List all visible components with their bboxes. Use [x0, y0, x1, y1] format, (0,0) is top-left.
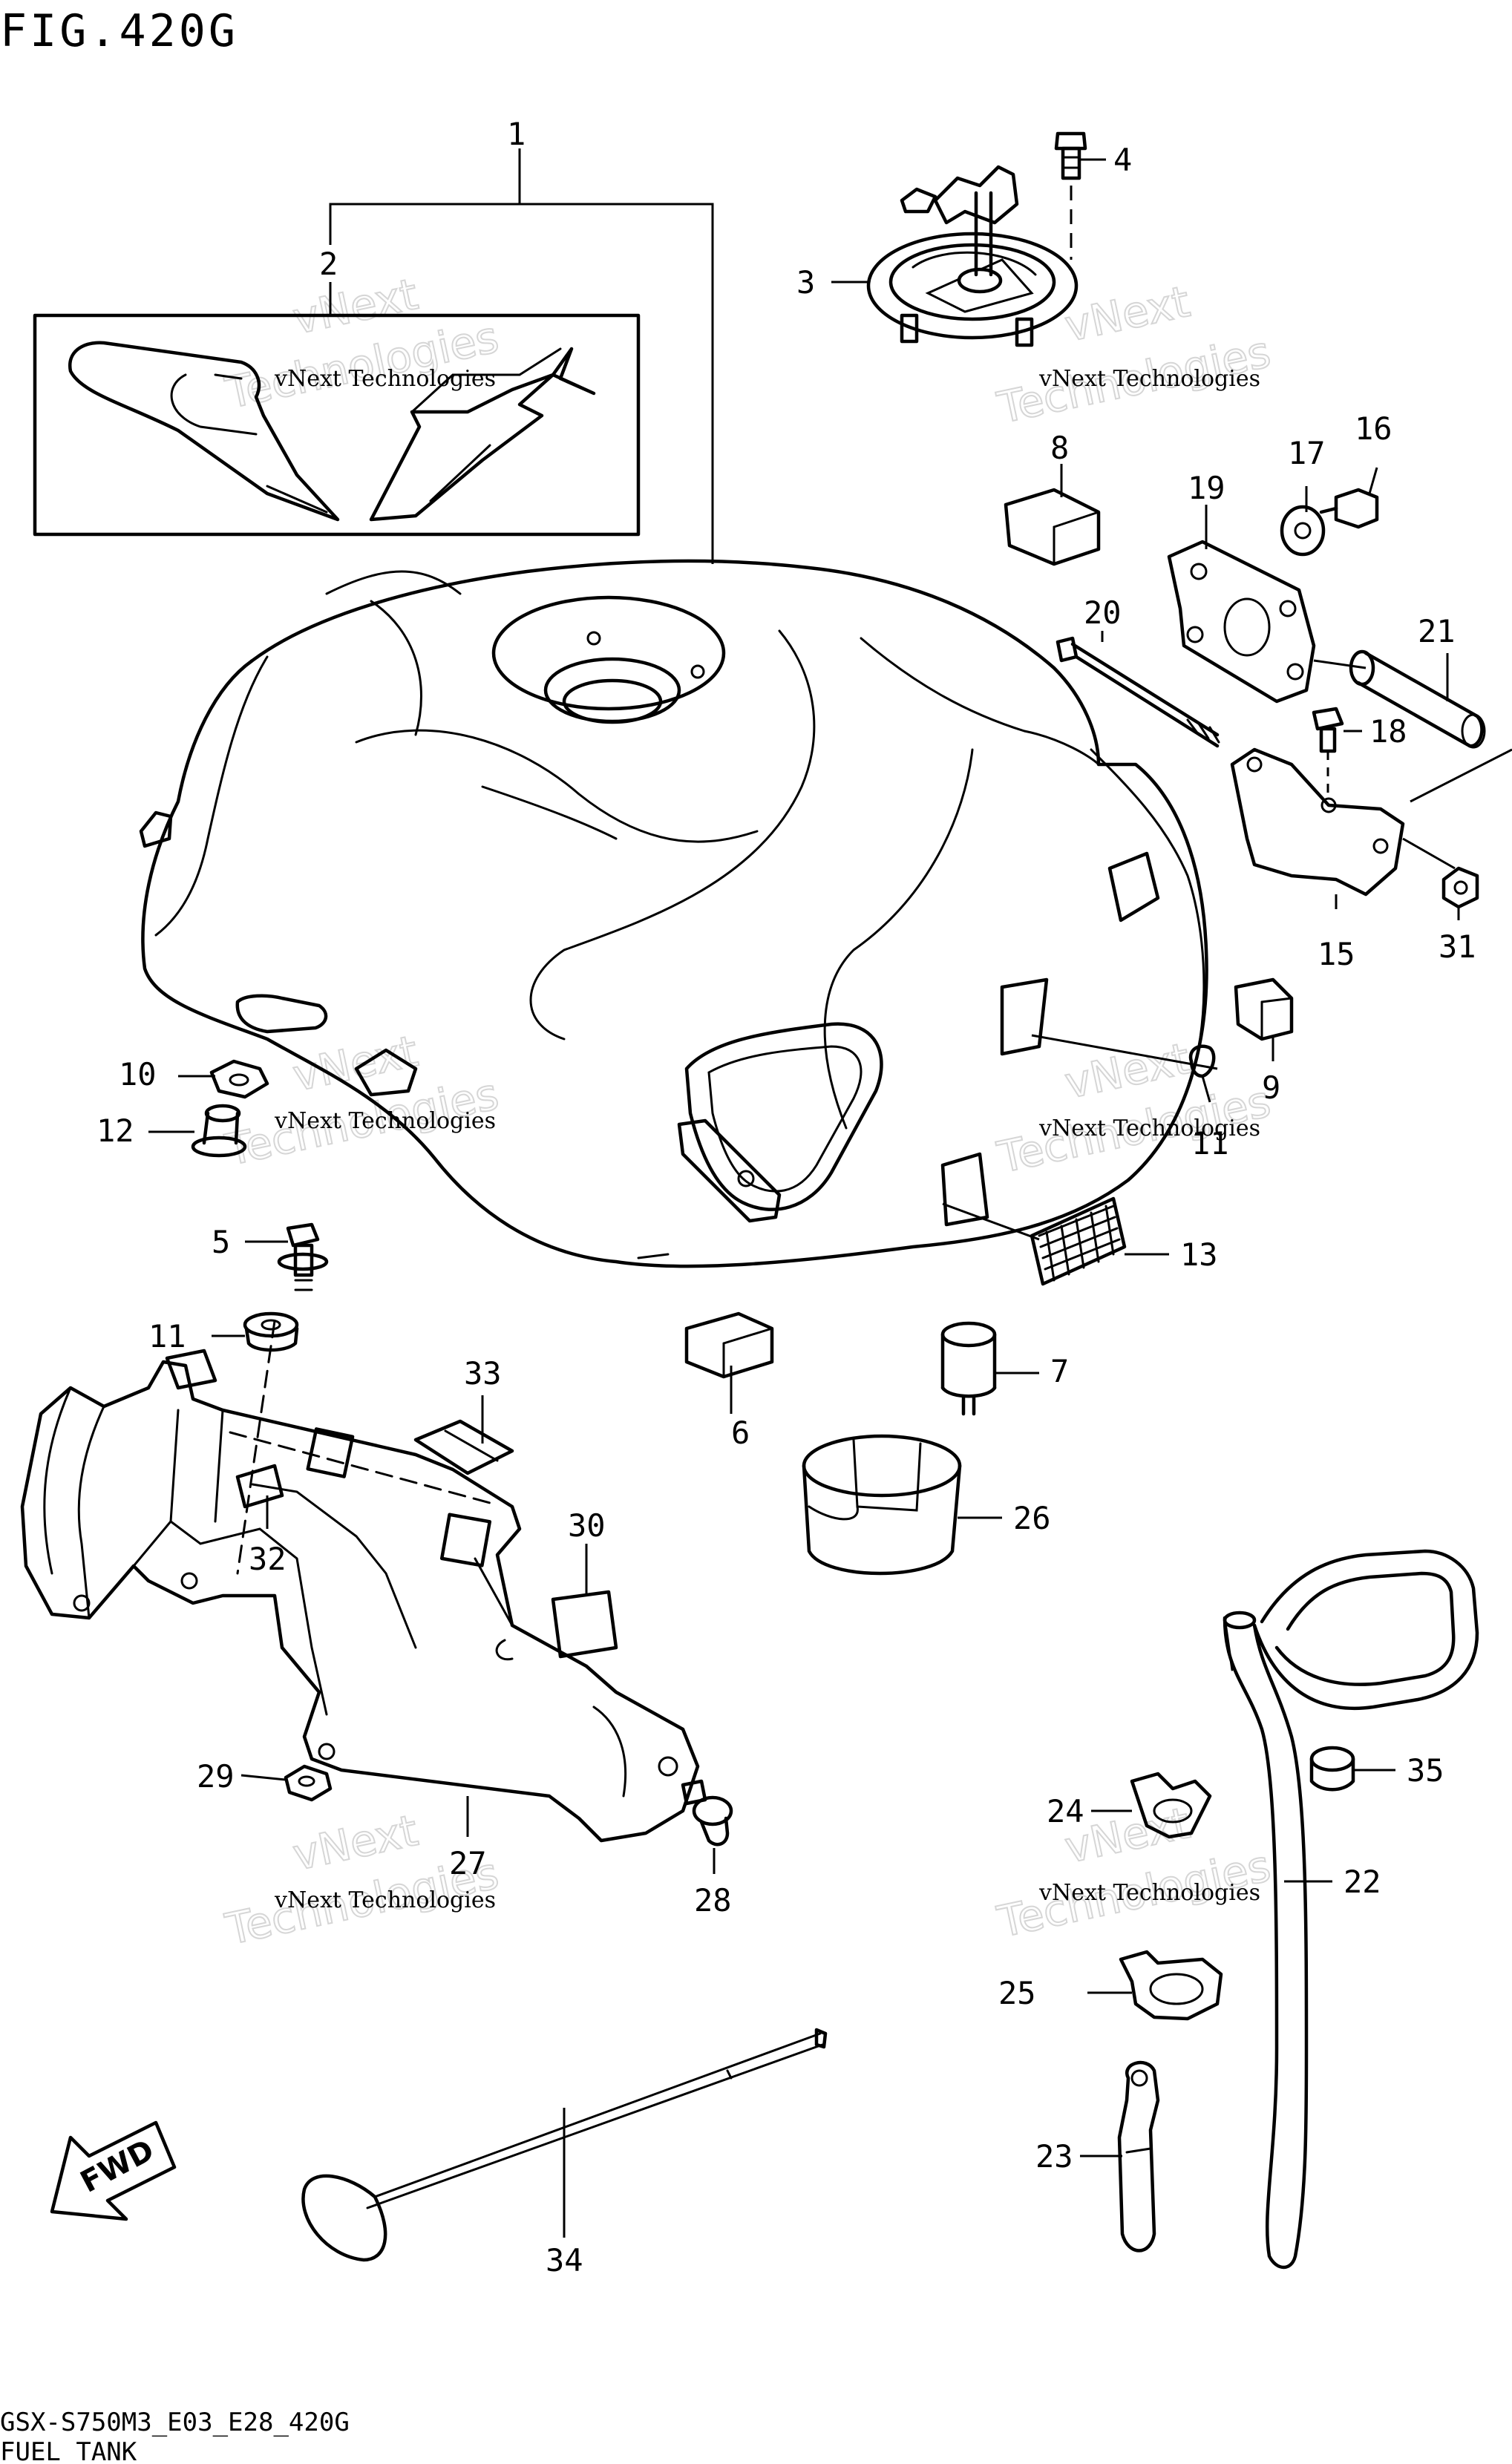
- svg-text:vNext Technologies: vNext Technologies: [1038, 1880, 1260, 1906]
- callout-7: 7: [1050, 1353, 1069, 1389]
- svg-text:vNext Technologies: vNext Technologies: [1038, 1115, 1260, 1141]
- front-mount-parts: [191, 1044, 1216, 1352]
- emblem-set-group: [33, 148, 714, 564]
- footer-section-name: FUEL TANK: [0, 2437, 137, 2464]
- callout-6: 6: [731, 1415, 750, 1451]
- callout-9: 9: [1262, 1069, 1280, 1106]
- callout-31: 31: [1439, 928, 1476, 965]
- callout-24: 24: [1047, 1793, 1084, 1829]
- callout-30: 30: [568, 1507, 606, 1544]
- callout-10: 10: [119, 1056, 157, 1092]
- callout-28: 28: [694, 1882, 732, 1919]
- clamp-25: [1119, 1950, 1223, 2021]
- svg-text:vNext Technologies: vNext Technologies: [274, 1108, 496, 1134]
- cushion-6: [684, 1311, 774, 1379]
- callout-2: 2: [319, 246, 338, 282]
- callout-19: 19: [1188, 470, 1225, 506]
- callout-26: 26: [1013, 1500, 1051, 1536]
- callout-18: 18: [1369, 713, 1407, 750]
- callout-32: 32: [249, 1541, 287, 1577]
- callout-35: 35: [1407, 1752, 1444, 1789]
- callout-23: 23: [1035, 2138, 1073, 2175]
- emblem-left: [68, 341, 340, 522]
- callout-20: 20: [1084, 594, 1122, 631]
- rear-bracket: [1056, 488, 1512, 909]
- cap-bolt: [1054, 131, 1087, 260]
- small-parts-lower: [235, 1419, 733, 1847]
- callout-16: 16: [1355, 410, 1392, 447]
- callout-11: 11: [148, 1318, 186, 1354]
- callout-34: 34: [546, 2242, 583, 2278]
- callout-17: 17: [1288, 435, 1326, 471]
- svg-text:vNext Technologies: vNext Technologies: [274, 1887, 496, 1913]
- callout-29: 29: [197, 1758, 235, 1795]
- watermark-6: Technologies vNext vNext Technologies: [992, 1797, 1276, 1948]
- watermark-1: Technologies vNext vNext Technologies: [220, 268, 504, 419]
- frame-cover-27: [20, 1320, 700, 1843]
- callout-22: 22: [1344, 1864, 1381, 1900]
- callout-labels: 1 2 3 4 5 6 7 8 9 10 11 11 12 13 15 16 1…: [96, 116, 1476, 2278]
- fuel-cap: [866, 165, 1079, 347]
- emblem-right: [369, 347, 596, 522]
- callout-3: 3: [796, 264, 815, 301]
- watermark-4: Technologies vNext vNext Technologies: [992, 1032, 1276, 1184]
- callout-27: 27: [449, 1845, 487, 1881]
- fuel-tank: [139, 559, 1208, 1268]
- watermark-3: Technologies vNext vNext Technologies: [220, 1025, 504, 1176]
- sleeve-7: [940, 1321, 997, 1416]
- hose-22: [1223, 1549, 1479, 2270]
- pad-13: [1030, 1196, 1127, 1286]
- cap-35: [1309, 1746, 1355, 1792]
- cushion-9: [1234, 977, 1294, 1041]
- callout-12: 12: [96, 1113, 134, 1149]
- callout-33: 33: [464, 1355, 502, 1392]
- callout-4: 4: [1113, 142, 1132, 178]
- callout-11-right: 11: [1191, 1125, 1229, 1161]
- callout-8: 8: [1050, 430, 1069, 466]
- figure-title: FIG.420G: [0, 5, 238, 57]
- callout-5: 5: [212, 1224, 230, 1260]
- leader-lines: [148, 158, 1460, 2238]
- fwd-arrow-icon: FWD: [50, 2120, 177, 2221]
- emblem-box: [33, 313, 641, 537]
- callout-25: 25: [998, 1975, 1036, 2011]
- protector-26: [802, 1434, 962, 1576]
- callout-1: 1: [507, 116, 526, 152]
- clamp-24: [1130, 1772, 1212, 1839]
- callout-15: 15: [1318, 936, 1355, 972]
- svg-text:vNext: vNext: [1061, 276, 1194, 352]
- watermark-2: Technologies vNext vNext Technologies: [992, 275, 1276, 434]
- footer-model-code: GSX-S750M3_E03_E28_420G: [0, 2408, 350, 2437]
- callout-21: 21: [1418, 613, 1456, 649]
- svg-text:vNext Technologies: vNext Technologies: [274, 366, 496, 392]
- rod-34: [301, 2028, 828, 2262]
- cushion-8: [1004, 488, 1101, 566]
- callout-13: 13: [1180, 1236, 1218, 1273]
- svg-text:vNext Technologies: vNext Technologies: [1038, 366, 1260, 392]
- clip-23: [1117, 2060, 1160, 2252]
